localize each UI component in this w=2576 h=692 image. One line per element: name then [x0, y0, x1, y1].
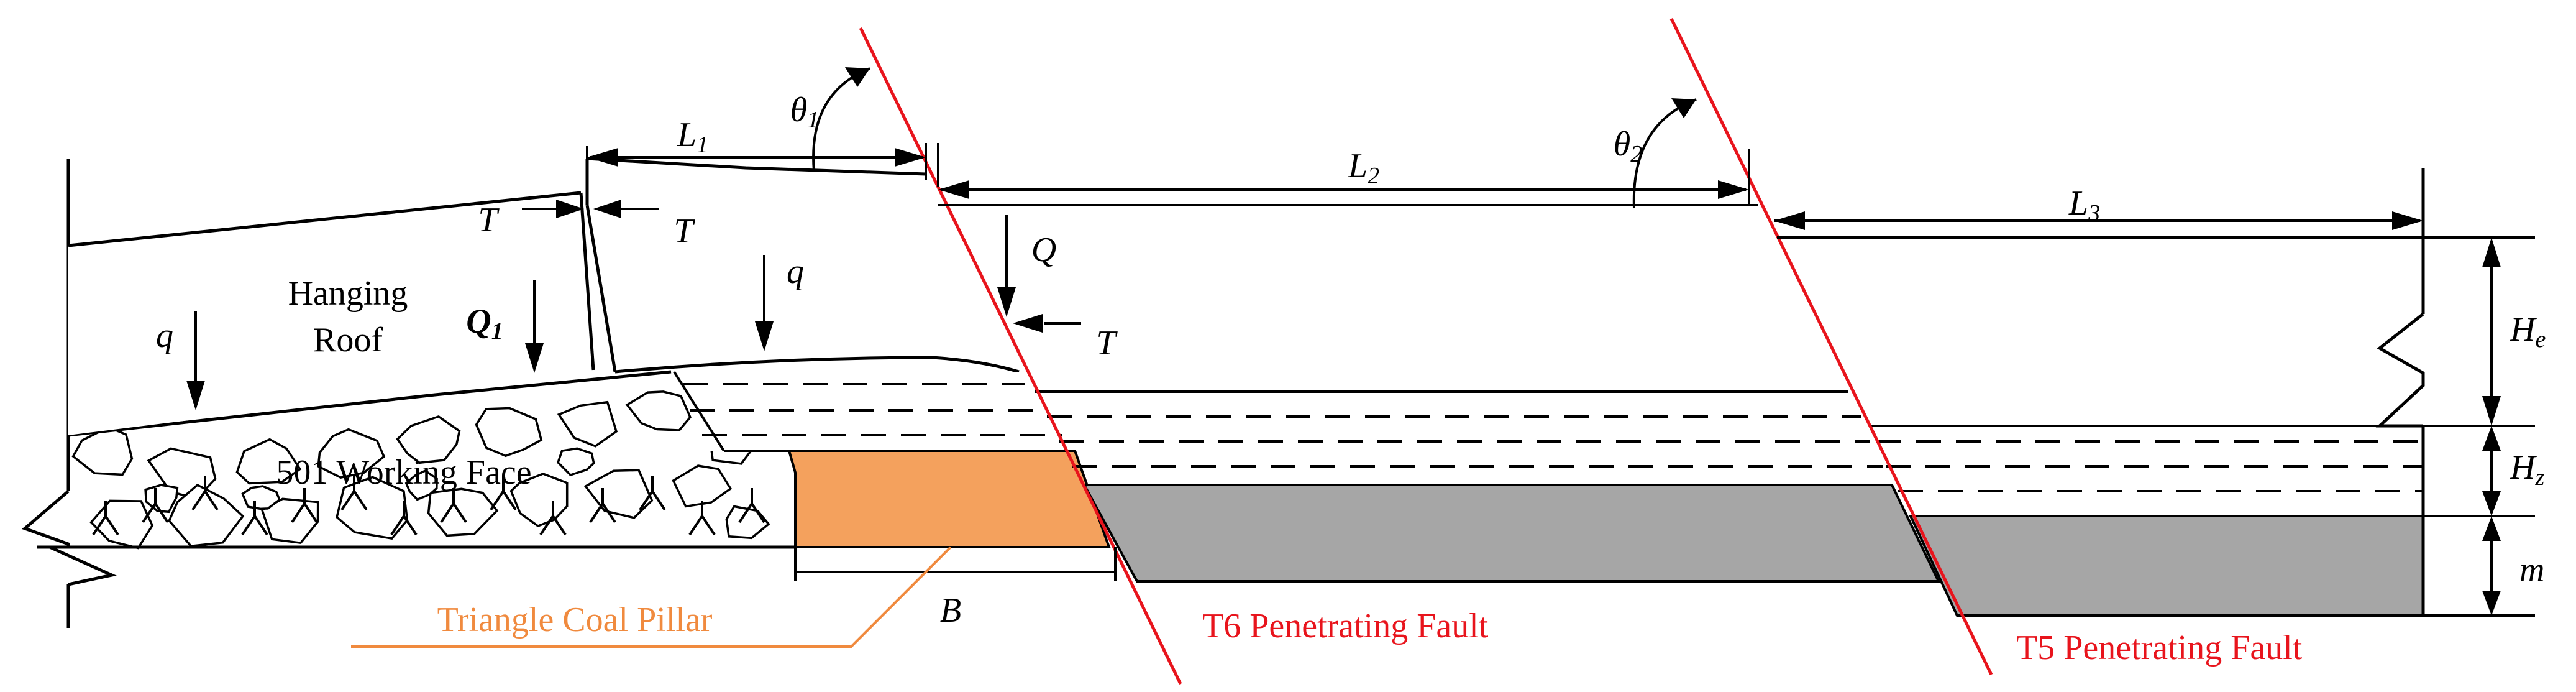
- triangle-coal-pillar: [787, 450, 1111, 548]
- rock-crack: [688, 501, 716, 536]
- label-l3: L3: [2068, 184, 2100, 226]
- right-block-strata: [1870, 425, 2424, 617]
- rock-crack: [191, 476, 219, 511]
- label-hz: Hz: [2510, 448, 2544, 491]
- label-b: B: [940, 591, 961, 630]
- rock-fragment: [71, 426, 134, 476]
- rock-fragment: [235, 438, 302, 485]
- label-q-left: q: [156, 316, 173, 355]
- label-t-right: T: [674, 212, 695, 251]
- label-q-fault: Q: [1031, 231, 1056, 269]
- coal-seam-middle: [1082, 484, 1941, 583]
- rock-fragment: [404, 469, 438, 501]
- label-t-left: T: [478, 201, 500, 239]
- dimension-b: [794, 547, 1117, 581]
- immediate-roof-layers-left: [673, 371, 1069, 452]
- rock-fragment: [168, 484, 245, 548]
- rock-crack: [738, 488, 765, 524]
- rock-fragment: [427, 487, 499, 537]
- goaf-caved-zone: [37, 358, 808, 550]
- label-t-fault: T: [1096, 324, 1118, 362]
- label-m: m: [2519, 551, 2544, 589]
- label-q-mid: q: [787, 252, 804, 291]
- dimension-l3: [1774, 211, 2479, 239]
- fault-line-t6: [859, 27, 1182, 685]
- rock-crack: [539, 501, 567, 536]
- force-arrow-q1: [525, 280, 544, 373]
- rock-crack: [241, 501, 268, 536]
- label-working-face: 501 Working Face: [276, 453, 531, 492]
- label-hanging-roof-1: Hanging: [288, 274, 408, 313]
- label-q1: Q1: [466, 302, 503, 344]
- force-arrow-q-left: [186, 311, 205, 410]
- coal-seam-right: [1908, 515, 2424, 617]
- rock-crack: [390, 501, 418, 536]
- rock-crack: [490, 476, 517, 511]
- label-l2: L2: [1348, 147, 1379, 189]
- label-l1: L1: [677, 116, 708, 158]
- fault-line-t5: [1669, 17, 1993, 676]
- rock-fragment: [557, 400, 618, 448]
- rock-crack: [340, 476, 368, 511]
- rock-fragment: [475, 407, 543, 458]
- rock-crack: [589, 488, 616, 524]
- label-theta2: θ2: [1614, 125, 1643, 167]
- force-arrows-t-joint: [522, 200, 659, 218]
- coal-pillar-leader: [351, 546, 952, 648]
- dimension-l2: [937, 143, 1758, 206]
- roof-block-l1: [585, 157, 1020, 374]
- rock-crack: [92, 501, 119, 536]
- rock-fragment: [260, 497, 319, 545]
- label-he: He: [2510, 310, 2546, 353]
- rock-crack: [639, 476, 666, 511]
- angle-arc-theta2: [1632, 98, 1697, 209]
- label-fault-t5: T5 Penetrating Fault: [2016, 629, 2303, 667]
- rock-fragment: [672, 464, 733, 508]
- rock-fragment: [317, 428, 386, 479]
- force-arrow-q-mid: [755, 255, 774, 351]
- label-hanging-roof-2: Roof: [313, 321, 383, 359]
- hanging-roof-block: [68, 191, 595, 435]
- rock-crack: [142, 488, 169, 524]
- rock-crack: [440, 488, 467, 524]
- rock-crack: [291, 488, 318, 524]
- force-arrows-fault: [997, 215, 1081, 333]
- rock-fragment: [557, 447, 595, 477]
- label-fault-t6: T6 Penetrating Fault: [1202, 607, 1489, 645]
- rock-fragment: [241, 485, 281, 510]
- middle-block-strata: [1035, 390, 1941, 583]
- angle-arc-theta1: [812, 67, 870, 172]
- label-coal-pillar: Triangle Coal Pillar: [437, 601, 713, 639]
- dimension-heights: [2423, 236, 2535, 617]
- dimension-l1: [586, 143, 927, 180]
- right-boundary: [2375, 168, 2425, 616]
- rock-fragment: [625, 390, 692, 431]
- rock-fragment: [396, 415, 461, 464]
- label-theta1: θ1: [790, 91, 820, 133]
